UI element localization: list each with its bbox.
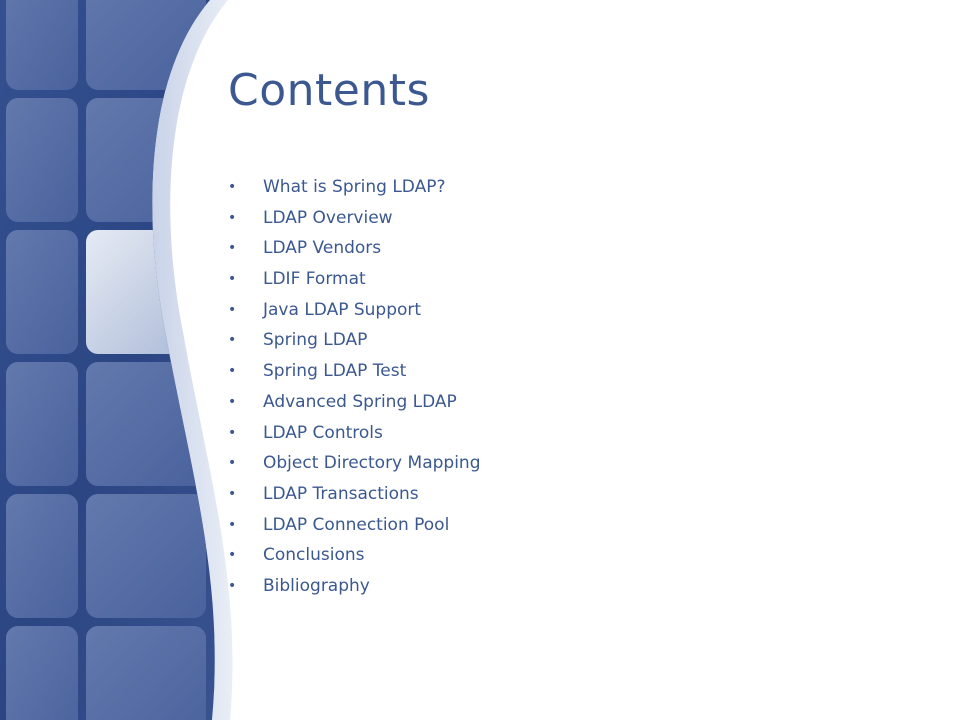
bullet-icon: • [228, 179, 237, 195]
contents-list-item: • LDAP Overview [228, 203, 480, 234]
contents-list-item: • LDAP Transactions [228, 479, 480, 510]
contents-list-item-label: LDAP Controls [263, 422, 383, 443]
contents-list-item: • Advanced Spring LDAP [228, 387, 480, 418]
contents-list-item-label: What is Spring LDAP? [263, 177, 446, 197]
contents-list-item-label: LDAP Overview [263, 207, 393, 228]
contents-list-item: • Conclusions [228, 540, 480, 571]
bullet-icon: • [228, 485, 237, 502]
bullet-icon: • [228, 577, 237, 594]
bullet-icon: • [228, 393, 237, 410]
bullet-icon: • [228, 271, 237, 288]
slide-title: Contents [228, 65, 430, 116]
contents-list-item-label: Conclusions [263, 545, 365, 566]
contents-list-item: • Spring LDAP [228, 325, 480, 356]
bullet-icon: • [228, 455, 237, 472]
contents-list-item: • Java LDAP Support [228, 295, 480, 326]
bullet-icon: • [228, 516, 237, 533]
panel-rim [152, 0, 233, 720]
contents-list-item: • LDAP Connection Pool [228, 510, 480, 541]
bullet-icon: • [228, 209, 237, 226]
contents-list-item-label: LDAP Transactions [263, 483, 419, 504]
contents-list-item-label: Bibliography [263, 575, 370, 596]
contents-list-item-label: LDAP Connection Pool [263, 514, 450, 535]
bullet-icon: • [228, 301, 237, 318]
bullet-icon: • [228, 240, 237, 257]
contents-list-item: • LDIF Format [228, 264, 480, 295]
contents-list: • What is Spring LDAP? • LDAP Overview • LDAP… [228, 172, 480, 602]
contents-list-item-label: Advanced Spring LDAP [263, 391, 457, 412]
bullet-icon: • [228, 424, 237, 441]
bullet-icon: • [228, 363, 237, 380]
contents-list-item: • Object Directory Mapping [228, 448, 480, 479]
contents-list-item: • Bibliography [228, 571, 480, 602]
bullet-icon: • [228, 547, 237, 564]
contents-list-item-label: Spring LDAP Test [263, 361, 407, 382]
contents-list-item: • LDAP Vendors [228, 233, 480, 264]
contents-list-item-label: LDIF Format [263, 269, 366, 290]
contents-list-item: • What is Spring LDAP? [228, 172, 480, 203]
contents-list-item: • Spring LDAP Test [228, 356, 480, 387]
contents-list-item-label: LDAP Vendors [263, 238, 382, 259]
contents-list-item-label: Spring LDAP [263, 330, 368, 351]
contents-list-item-label: Java LDAP Support [263, 299, 422, 320]
contents-list-item-label: Object Directory Mapping [263, 453, 481, 474]
contents-list-item: • LDAP Controls [228, 418, 480, 449]
bullet-icon: • [228, 332, 237, 349]
